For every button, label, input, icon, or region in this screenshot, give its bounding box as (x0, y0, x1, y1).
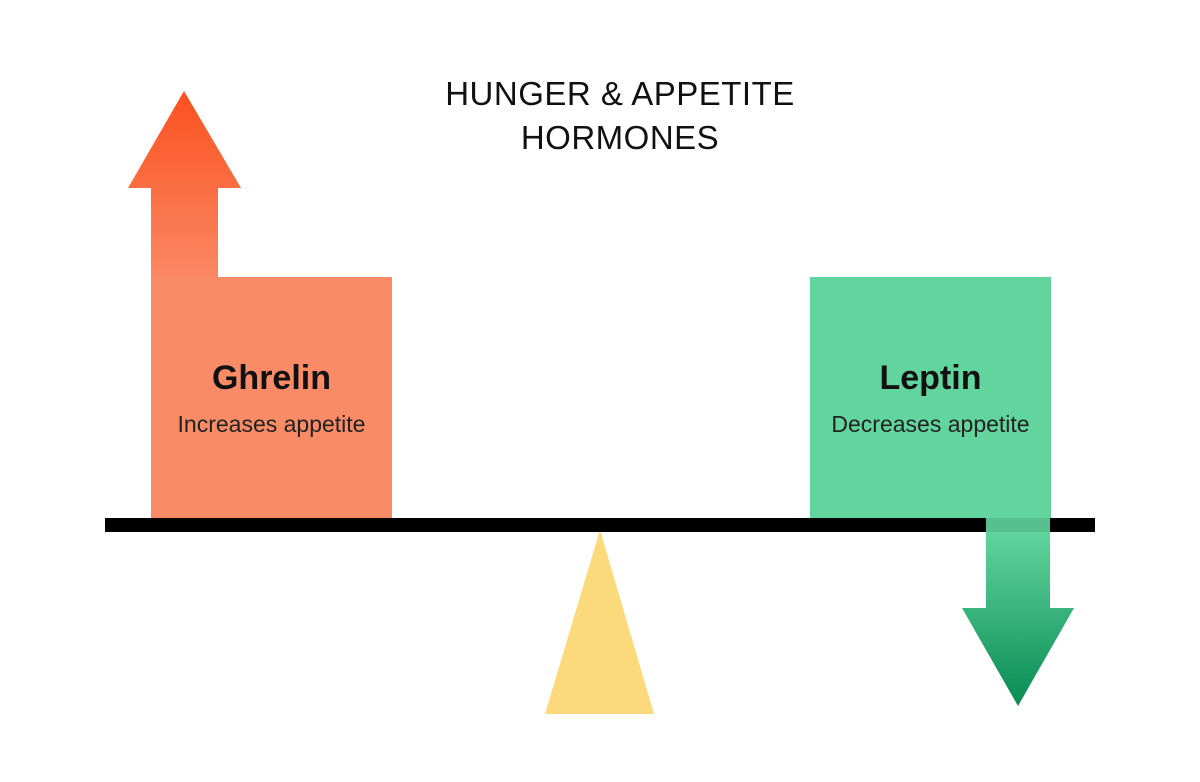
leptin-down-arrow (962, 520, 1074, 706)
balance-beam (105, 518, 1095, 532)
ghrelin-description: Increases appetite (177, 411, 366, 437)
leptin-description: Decreases appetite (831, 411, 1030, 437)
ghrelin-box (151, 277, 392, 520)
title-line-2: HORMONES (520, 119, 720, 156)
leptin-name: Leptin (879, 359, 982, 397)
fulcrum-triangle (545, 530, 654, 714)
leptin-box (810, 277, 1051, 520)
ghrelin-label: Ghrelin Increases appetite (151, 358, 392, 438)
leptin-arrow-overlap (986, 518, 1050, 532)
diagram-title: HUNGER & APPETITE HORMONES (350, 72, 890, 160)
title-line-1: HUNGER & APPETITE (445, 75, 795, 112)
leptin-label: Leptin Decreases appetite (810, 358, 1051, 438)
ghrelin-name: Ghrelin (211, 359, 332, 397)
